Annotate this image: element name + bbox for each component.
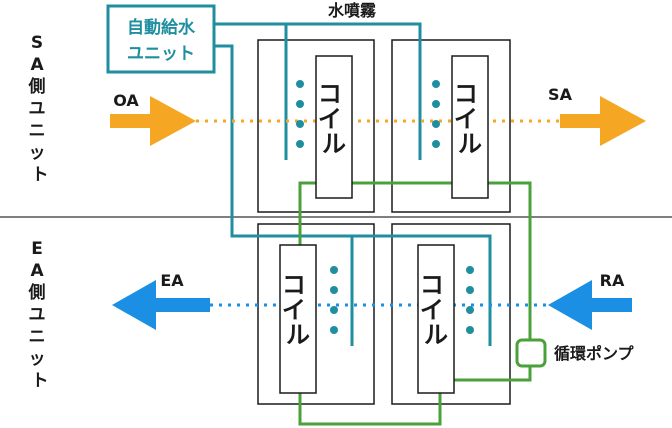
nozzle-dot [432,120,440,128]
auto-water-supply-unit [106,4,216,74]
coil-char: ル [286,321,310,349]
coil-char: ル [458,130,482,158]
nozzle-dot [296,80,304,88]
coil-top-left [315,55,353,199]
auto-water-supply-line2: ユニット [127,44,195,64]
nozzle-dot [466,306,474,314]
ea-unit-char-5: ニ [29,327,46,347]
nozzle-dot [330,326,338,334]
coil-char: ル [424,321,448,349]
coil-top-right [451,55,489,199]
water-supply-piping [214,22,492,346]
nozzle-dot [432,80,440,88]
coil-char: コ [318,80,342,108]
circulation-pump [515,338,547,368]
auto-water-supply-line1: 自動給水 [127,17,196,38]
ea-label: EA [160,271,184,290]
ea-unit-char-4: ユ [29,305,46,325]
sa-unit-char-5: ニ [29,121,46,141]
coil-label-bottom-left: コ イ ル [282,271,314,349]
coil-char: イ [454,105,478,133]
sa-unit-char-7: ト [32,165,49,185]
ra-label: RA [600,271,625,290]
sa-unit-label: S A 側 ユ ニ ッ ト [28,33,52,185]
sa-unit-char-2: A [30,55,44,75]
coil-bottom-left [279,244,317,394]
oa-label: OA [113,91,139,110]
ea-arrow [112,280,210,330]
coil-char: コ [282,271,306,299]
coil-char: イ [420,296,444,324]
ea-unit-char-1: E [31,239,43,259]
ea-unit-label: E A 側 ユ ニ ッ ト [28,239,52,391]
ea-unit-char-2: A [30,261,44,281]
sa-arrow [560,96,646,146]
coil-char: ル [322,130,346,158]
oa-arrow [110,96,196,146]
sa-unit-char-4: ユ [29,99,46,119]
nozzle-dot [330,306,338,314]
housing-top-right [391,39,511,213]
coil-bottom-right [417,244,455,394]
coil-label-bottom-right: コ イ ル [420,271,452,349]
coil-char: コ [454,80,478,108]
ea-unit-char-7: ト [32,371,49,391]
ea-unit-char-6: ッ [29,349,46,369]
nozzle-dot [296,100,304,108]
nozzle-dot [466,326,474,334]
nozzle-dot [330,286,338,294]
ra-arrow [548,280,632,330]
sa-label: SA [548,85,573,104]
water-spray-label: 水噴霧 [328,1,377,20]
coil-char: イ [318,105,342,133]
coil-label-top-right: コ イ ル [454,80,486,158]
spray-nozzles [296,80,474,334]
nozzle-dot [466,266,474,274]
sa-unit-char-3: 側 [28,76,46,97]
nozzle-dot [432,140,440,148]
coil-label-top-left: コ イ ル [318,80,350,158]
nozzle-dot [296,140,304,148]
nozzle-dot [466,286,474,294]
nozzle-dot [432,100,440,108]
coil-char: イ [282,296,306,324]
nozzle-dot [296,120,304,128]
sa-unit-char-1: S [31,33,43,53]
circulation-pump-label: 循環ポンプ [554,344,635,363]
ea-unit-char-3: 側 [28,282,46,303]
nozzle-dot [330,266,338,274]
coil-char: コ [420,271,444,299]
sa-unit-char-6: ッ [29,143,46,163]
